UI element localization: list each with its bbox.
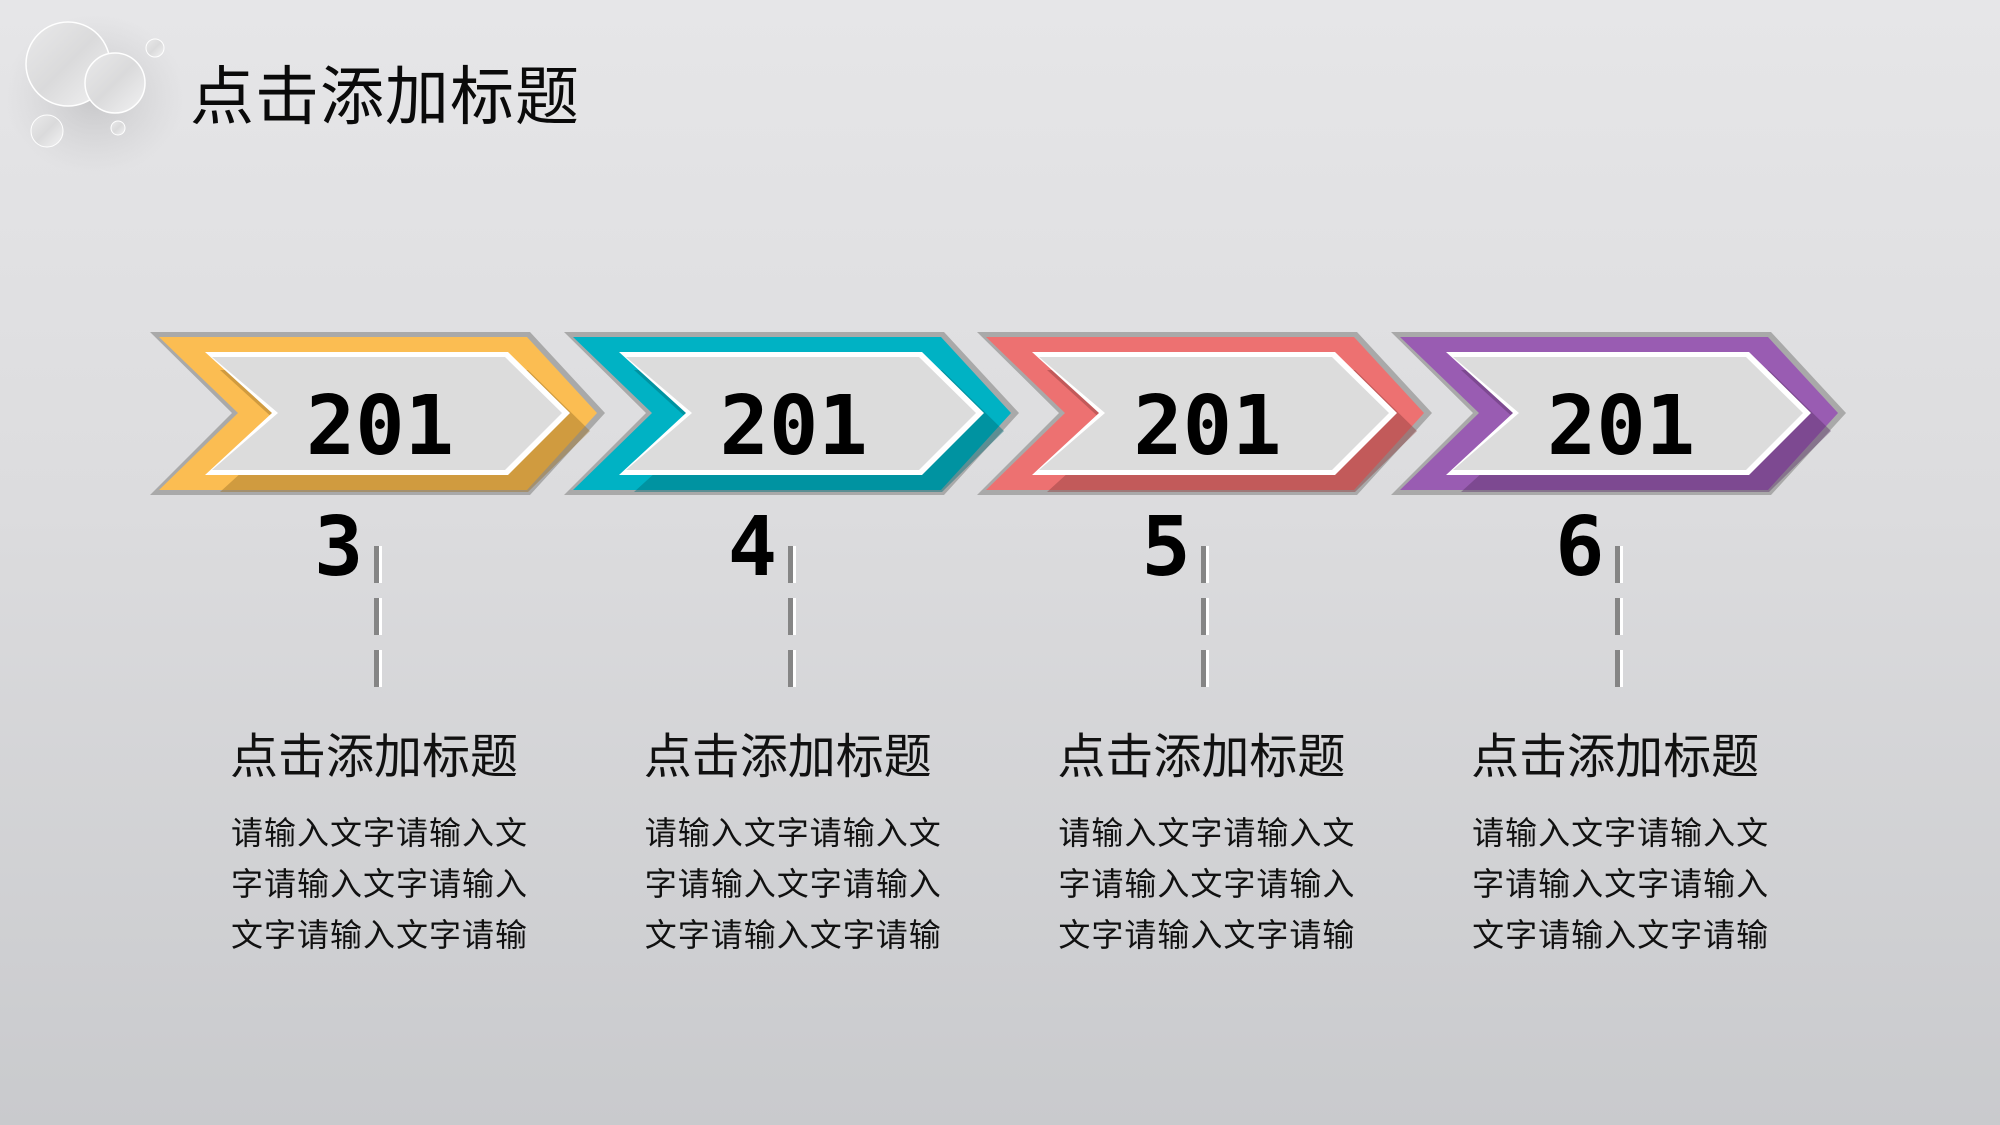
body-line: 字请输入文字请输入: [1058, 865, 1356, 903]
body-line: 文字请输入文字请输: [231, 916, 529, 954]
dashed-connector: [1615, 546, 1624, 688]
year-suffix-label[interactable]: 5: [1141, 500, 1191, 595]
step-body-text[interactable]: 请输入文字请输入文 字请输入文字请输入 文字请输入文字请输: [645, 808, 955, 961]
body-line: 请输入文字请输入文: [1472, 814, 1770, 852]
timeline-step-2: 201 4 点击添加标题 请输入文字请输入文 字请输入文字请输入 文字请输入文字…: [563, 0, 1034, 1125]
body-line: 字请输入文字请输入: [231, 865, 529, 903]
timeline-step-4: 201 6 点击添加标题 请输入文字请输入文 字请输入文字请输入 文字请输入文字…: [1391, 0, 1861, 1125]
dashed-connector: [1201, 546, 1210, 688]
dashed-connector: [374, 546, 382, 688]
step-subtitle[interactable]: 点击添加标题: [1471, 729, 1760, 785]
body-line: 请输入文字请输入文: [231, 814, 529, 852]
chevron-arrow-icon: [563, 332, 1019, 495]
step-body-text[interactable]: 请输入文字请输入文 字请输入文字请输入 文字请输入文字请输: [1472, 808, 1782, 961]
year-prefix-label[interactable]: 201: [305, 379, 455, 474]
dashed-connector: [787, 546, 796, 688]
year-suffix-label[interactable]: 6: [1555, 500, 1605, 595]
step-subtitle[interactable]: 点击添加标题: [230, 729, 519, 785]
body-line: 字请输入文字请输入: [1472, 865, 1770, 903]
chevron-arrow-icon: [1391, 332, 1847, 495]
step-body-text[interactable]: 请输入文字请输入文 字请输入文字请输入 文字请输入文字请输: [231, 808, 541, 961]
timeline-step-3: 201 5 点击添加标题 请输入文字请输入文 字请输入文字请输入 文字请输入文字…: [977, 0, 1447, 1125]
bubbles-decoration-icon: [5, 15, 185, 175]
step-subtitle[interactable]: 点击添加标题: [1057, 729, 1346, 785]
year-prefix-label[interactable]: 201: [719, 379, 868, 474]
body-line: 请输入文字请输入文: [644, 814, 942, 852]
year-prefix-label[interactable]: 201: [1133, 379, 1282, 474]
body-line: 字请输入文字请输入: [644, 865, 942, 903]
body-line: 文字请输入文字请输: [1058, 916, 1356, 954]
year-prefix-label[interactable]: 201: [1547, 379, 1696, 474]
year-suffix-label[interactable]: 4: [727, 500, 778, 595]
body-line: 请输入文字请输入文: [1058, 814, 1356, 852]
step-subtitle[interactable]: 点击添加标题: [643, 729, 932, 785]
body-line: 文字请输入文字请输: [1472, 916, 1770, 954]
chevron-arrow-icon: [977, 332, 1433, 495]
chevron-arrow-icon: [150, 332, 605, 495]
page-title[interactable]: 点击添加标题: [190, 61, 580, 135]
year-suffix-label[interactable]: 3: [314, 500, 364, 595]
body-line: 文字请输入文字请输: [644, 916, 942, 954]
step-body-text[interactable]: 请输入文字请输入文 字请输入文字请输入 文字请输入文字请输: [1058, 808, 1368, 961]
timeline-step-1: 201 3 点击添加标题 请输入文字请输入文 字请输入文字请输入 文字请输入文字…: [150, 0, 620, 1125]
